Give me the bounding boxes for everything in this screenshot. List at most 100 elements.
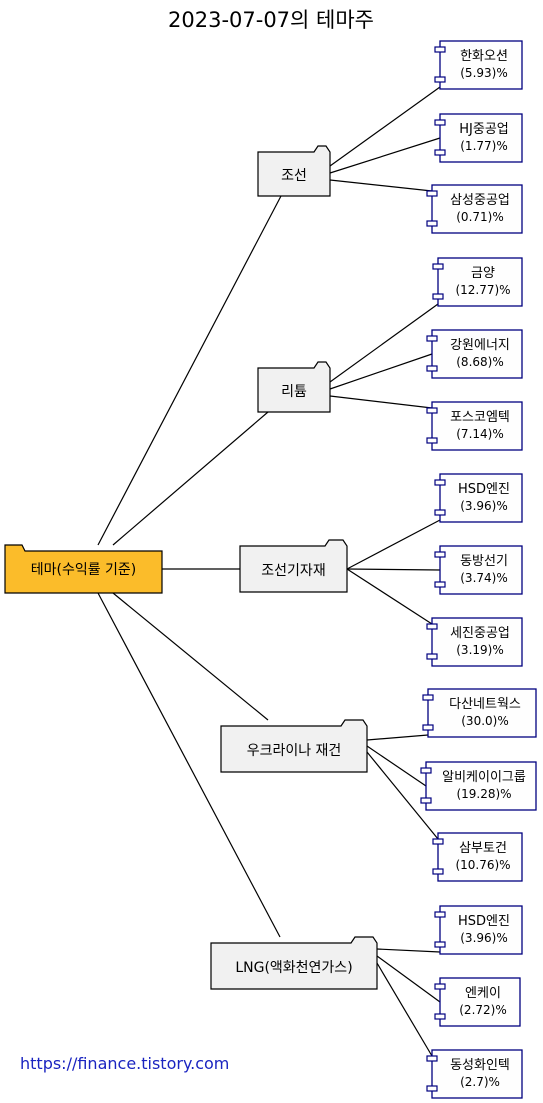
- port-icon: [434, 76, 446, 83]
- stock-name: 세진중공업: [450, 626, 510, 641]
- port-icon: [432, 838, 444, 845]
- stock-return: (1.77)%: [460, 139, 507, 153]
- port-icon: [426, 623, 438, 630]
- port-icon: [426, 365, 438, 372]
- port-icon: [434, 46, 446, 53]
- stock-name: 동방선기: [460, 554, 508, 569]
- theme-node-5: LNG(액화천연가스): [210, 936, 378, 990]
- port-icon: [432, 293, 444, 300]
- theme-node-2: 리튬: [257, 361, 331, 413]
- stock-node-3-1: HSD엔진(3.96)%: [434, 473, 523, 523]
- edge-theme-3-stock-3: [346, 568, 433, 625]
- stock-node-1-2: HJ중공업 (1.77)%: [434, 113, 523, 163]
- stock-return: (3.96)%: [460, 931, 507, 945]
- stock-node-1-3: 삼성중공업 (0.71)%: [426, 184, 523, 234]
- stock-return: (0.71)%: [456, 210, 503, 224]
- port-icon: [426, 653, 438, 660]
- port-icon: [434, 119, 446, 126]
- stock-box: [439, 113, 523, 163]
- edge-theme-2-stock-1: [329, 303, 439, 383]
- port-icon: [426, 1085, 438, 1092]
- port-icon: [426, 407, 438, 414]
- edge-theme-3-stock-2: [346, 568, 441, 571]
- stock-name: 동성화인텍: [450, 1058, 510, 1073]
- stock-name: 삼성중공업: [450, 193, 510, 208]
- stock-return: (12.77)%: [455, 283, 510, 297]
- edge-theme-1-stock-1: [329, 86, 441, 167]
- edge-theme-5-stock-1: [376, 948, 441, 953]
- theme-folder-shape: [257, 145, 331, 197]
- stock-name: 금양: [471, 266, 495, 281]
- theme-label: 우크라이나 재건: [247, 743, 342, 759]
- stock-node-5-3: 동성화인텍(2.7)%: [426, 1049, 523, 1099]
- stock-node-1-1: 한화오션(5.93)%: [434, 40, 523, 90]
- stock-return: (3.19)%: [456, 643, 503, 657]
- port-icon: [434, 941, 446, 948]
- edge-theme-1-stock-2: [329, 137, 441, 174]
- theme-label: 조선: [281, 168, 307, 184]
- stock-return: (10.76)%: [455, 858, 510, 872]
- port-icon: [422, 724, 434, 731]
- root-folder-shape: [4, 544, 163, 594]
- port-icon: [426, 220, 438, 227]
- stock-node-2-1: 금양 (12.77)%: [432, 257, 523, 307]
- edge-root-theme-1: [97, 195, 282, 546]
- nodes: 테마(수익률 기준) 조선 한화오션(5.93)% HJ중공업 (1.77)% 삼성중공업…: [4, 40, 537, 1099]
- port-icon: [426, 335, 438, 342]
- edge-root-theme-2: [112, 411, 269, 546]
- stock-name: 엔케이: [465, 986, 501, 1001]
- edge-root-theme-4: [112, 592, 269, 721]
- edge-root-theme-5: [97, 592, 281, 938]
- edge-theme-4-stock-3: [366, 751, 439, 840]
- stock-node-4-1: 다산네트웍스 (30.0)%: [422, 688, 537, 738]
- theme-folder-shape: [239, 539, 348, 593]
- theme-label: LNG(액화천연가스): [235, 960, 352, 976]
- port-icon: [434, 1013, 446, 1020]
- port-icon: [420, 767, 432, 774]
- stock-name: 한화오션: [460, 49, 508, 64]
- footer-url[interactable]: https://finance.tistory.com: [20, 1054, 229, 1073]
- stock-box: [437, 832, 523, 882]
- theme-folder-shape: [257, 361, 331, 413]
- theme-node-1: 조선: [257, 145, 331, 197]
- stock-return: (19.28)%: [456, 787, 511, 801]
- stock-return: (7.14)%: [456, 427, 503, 441]
- stock-name: 다산네트웍스: [449, 697, 521, 712]
- port-icon: [434, 149, 446, 156]
- theme-node-4: 우크라이나 재건: [220, 719, 368, 773]
- stock-box: [439, 977, 521, 1027]
- stock-node-2-3: 포스코엠텍(7.14)%: [426, 401, 523, 451]
- port-icon: [434, 479, 446, 486]
- theme-folder-shape: [210, 936, 378, 990]
- stock-return: (30.0)%: [461, 714, 508, 728]
- edge-theme-4-stock-1: [366, 734, 429, 741]
- root-node: 테마(수익률 기준): [4, 544, 163, 594]
- edge-theme-5-stock-2: [376, 955, 441, 1003]
- edge-theme-1-stock-3: [329, 179, 433, 192]
- edges: [97, 86, 441, 1057]
- port-icon: [426, 437, 438, 444]
- port-icon: [422, 694, 434, 701]
- stock-return: (2.72)%: [459, 1003, 506, 1017]
- stock-return: (3.74)%: [460, 571, 507, 585]
- stock-name: HSD엔진: [458, 914, 510, 929]
- stock-return: (8.68)%: [456, 355, 503, 369]
- stock-node-4-3: 삼부토건(10.76)%: [432, 832, 523, 882]
- stock-node-5-1: HSD엔진 (3.96)%: [434, 905, 523, 955]
- stock-box: [427, 688, 537, 738]
- stock-name: HJ중공업: [459, 122, 509, 137]
- stock-box: [439, 473, 523, 523]
- port-icon: [432, 263, 444, 270]
- port-icon: [426, 190, 438, 197]
- port-icon: [434, 551, 446, 558]
- page-title: 2023-07-07의 테마주: [168, 8, 374, 32]
- stock-box: [437, 257, 523, 307]
- port-icon: [432, 868, 444, 875]
- stock-name: HSD엔진: [458, 482, 510, 497]
- stock-node-3-2: 동방선기 (3.74)%: [434, 545, 523, 595]
- port-icon: [434, 581, 446, 588]
- port-icon: [434, 509, 446, 516]
- root-label: 테마(수익률 기준): [31, 562, 137, 578]
- theme-folder-shape: [220, 719, 368, 773]
- port-icon: [434, 911, 446, 918]
